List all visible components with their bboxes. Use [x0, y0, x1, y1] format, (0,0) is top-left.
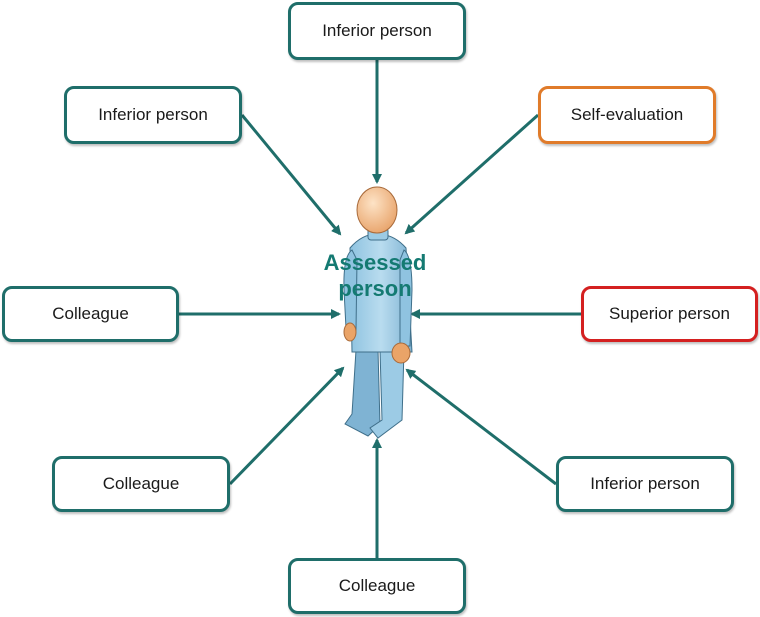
node-label: Inferior person [322, 21, 432, 40]
node-self-evaluation: Self-evaluation [538, 86, 716, 144]
person-figure-icon [343, 186, 413, 439]
node-label: Colleague [338, 576, 416, 595]
node-label: Superior person [609, 304, 730, 323]
arrow-bottom-left [228, 366, 345, 486]
node-top-inferior-person: Inferior person [288, 2, 466, 60]
node-label: Inferior person [98, 105, 208, 124]
node-label: Inferior person [590, 474, 700, 493]
node-left-colleague: Colleague [2, 286, 179, 342]
arrow-top-right [404, 113, 539, 235]
arrow-top-left [240, 114, 342, 236]
center-label: Assessed person [323, 250, 427, 301]
node-top-left-inferior-person: Inferior person [64, 86, 242, 144]
node-label: Colleague [102, 474, 180, 493]
arrows [179, 60, 581, 558]
node-superior-person: Superior person [581, 286, 758, 342]
node-bottom-left-colleague: Colleague [52, 456, 230, 512]
node-bottom-colleague: Colleague [288, 558, 466, 614]
node-bottom-right-inferior-person: Inferior person [556, 456, 734, 512]
node-label: Self-evaluation [570, 105, 684, 124]
arrow-bottom-right [405, 368, 557, 486]
node-label: Colleague [52, 304, 129, 323]
